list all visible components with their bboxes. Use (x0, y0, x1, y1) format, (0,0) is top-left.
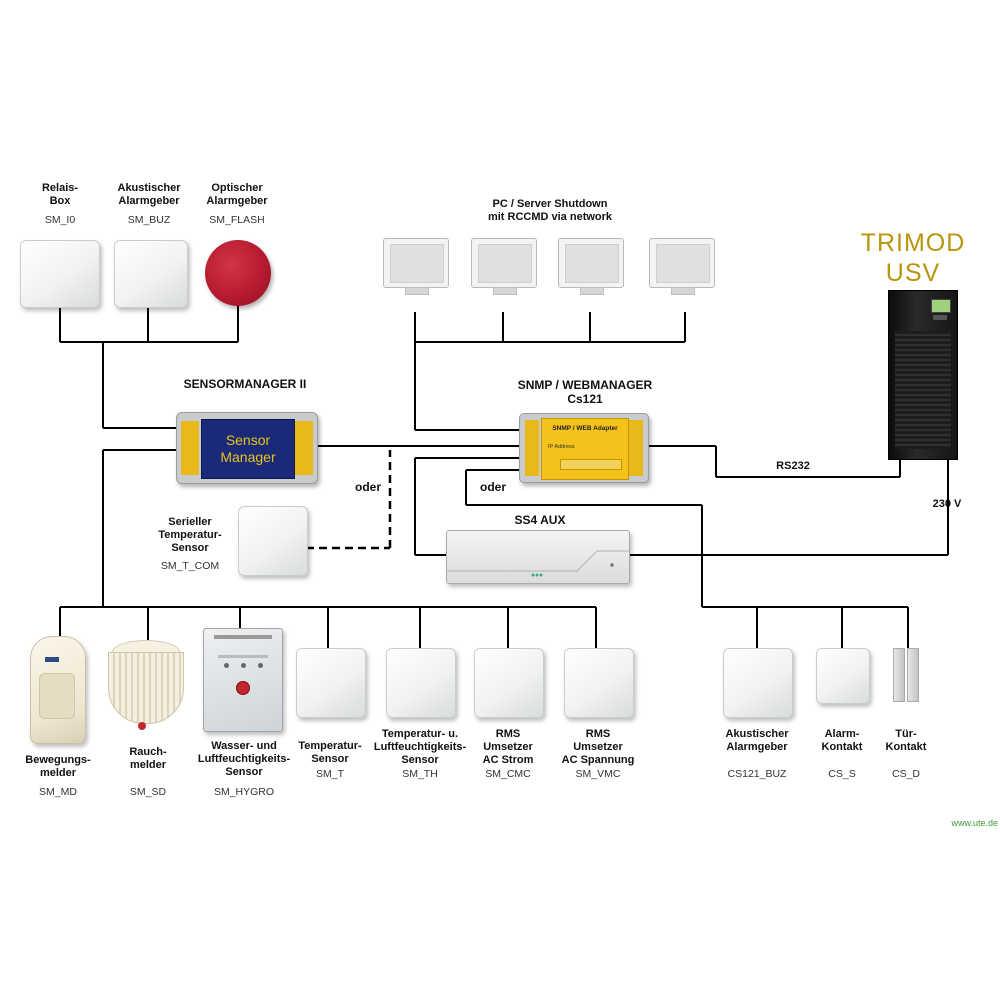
optical-alarm-label: Optischer Alarmgeber (206, 182, 268, 207)
door-contact-part-1[interactable] (893, 648, 905, 702)
water-sensor-label-strip (214, 635, 272, 639)
alarm-contact-label: Alarm- Kontakt (821, 728, 863, 753)
relais-box-code: SM_I0 (44, 214, 76, 226)
water-humidity-sensor-device[interactable] (203, 628, 283, 732)
smoke-detector-label: Rauch- melder (129, 746, 167, 771)
temp-humidity-sensor-code: SM_TH (402, 768, 438, 780)
webmanager-port-right (629, 420, 643, 476)
motion-detector-device[interactable] (30, 636, 86, 744)
ups-buttons (933, 315, 947, 320)
relais-box-device[interactable] (20, 240, 100, 308)
oder-label-2: oder (479, 480, 506, 494)
sensormanager-device-text: Sensor Manager (220, 432, 276, 465)
pc-shutdown-label: PC / Server Shutdown mit RCCMD via netwo… (487, 198, 613, 223)
sensormanager-label: SENSORMANAGER II (183, 377, 307, 391)
rms-current-converter-label: RMS Umsetzer AC Strom (482, 728, 534, 766)
temp-humidity-sensor-label: Temperatur- u. Luftfeuchtigkeits- Sensor (373, 728, 467, 766)
water-sensor-led-1 (224, 663, 229, 668)
rs232-label: RS232 (776, 460, 810, 472)
ups-cabinet[interactable] (888, 290, 958, 460)
serial-temp-sensor-label: Serieller Temperatur- Sensor (158, 516, 222, 554)
rms-current-converter-device[interactable] (474, 648, 544, 718)
alarm-contact-device[interactable] (816, 648, 870, 704)
water-sensor-button (236, 681, 250, 695)
acoustic-alarm-device[interactable] (114, 240, 188, 308)
rms-voltage-converter-code: SM_VMC (575, 768, 621, 780)
motion-detector-lens (39, 673, 75, 719)
water-sensor-led-2 (241, 663, 246, 668)
ss4-aux-front-line (447, 550, 629, 577)
temp-humidity-sensor-device[interactable] (386, 648, 456, 718)
motion-detector-code: SM_MD (39, 786, 77, 798)
water-sensor-led-3 (258, 663, 263, 668)
sensormanager-device[interactable]: Sensor Manager (176, 412, 318, 484)
acoustic-alarm-label: Akustischer Alarmgeber (117, 182, 181, 207)
water-humidity-sensor-code: SM_HYGRO (213, 786, 275, 798)
cs121-buzzer-code: CS121_BUZ (727, 768, 787, 780)
cs121-buzzer-device[interactable] (723, 648, 793, 718)
temperature-sensor-label: Temperatur- Sensor (298, 740, 362, 765)
webmanager-front-panel: SNMP / WEB Adapter IP Address (541, 418, 629, 480)
temperature-sensor-device[interactable] (296, 648, 366, 718)
rms-current-converter-code: SM_CMC (485, 768, 531, 780)
pc-monitor-3[interactable] (558, 238, 624, 296)
temperature-sensor-code: SM_T (315, 768, 344, 780)
webmanager-port-left (525, 420, 539, 476)
optical-alarm-code: SM_FLASH (209, 214, 265, 226)
smoke-detector-body (108, 652, 184, 724)
pc-monitor-1[interactable] (383, 238, 449, 296)
smoke-detector-device[interactable] (104, 640, 186, 740)
acoustic-alarm-code: SM_BUZ (127, 214, 171, 226)
webmanager-ip-text: IP Address (548, 444, 575, 450)
sensormanager-port-left (181, 421, 199, 475)
motion-detector-label: Bewegungs- melder (25, 754, 91, 779)
water-humidity-sensor-label: Wasser- und Luftfeuchtigkeits- Sensor (197, 740, 291, 778)
ups-title: TRIMOD USV (848, 228, 978, 288)
motion-detector-logo (45, 657, 59, 662)
serial-temp-sensor-device[interactable] (238, 506, 308, 576)
water-sensor-strip (218, 655, 268, 658)
serial-temp-sensor-code: SM_T_COM (160, 560, 220, 572)
ups-display (931, 299, 951, 313)
sensormanager-front-panel: Sensor Manager (201, 419, 295, 479)
ss4-aux-label: SS4 AUX (514, 513, 566, 527)
alarm-contact-code: CS_S (828, 768, 856, 780)
smoke-detector-code: SM_SD (129, 786, 167, 798)
ups-vent-grille (895, 331, 951, 449)
webmanager-device[interactable]: SNMP / WEB Adapter IP Address (519, 413, 649, 483)
webmanager-label: SNMP / WEBMANAGER Cs121 (517, 378, 653, 406)
webmanager-device-text: SNMP / WEB Adapter (552, 425, 618, 432)
footer-url[interactable]: www.ute.de (951, 818, 998, 828)
ups-title-line1: TRIMOD (860, 229, 966, 257)
pc-monitor-2[interactable] (471, 238, 537, 296)
v230-label: 230 V (932, 498, 962, 510)
relais-box-label: Relais- Box (41, 182, 79, 207)
optical-alarm-device[interactable] (205, 240, 271, 306)
ss4-aux-device[interactable] (446, 530, 630, 584)
ups-title-line2: USV (885, 259, 941, 287)
rms-voltage-converter-label: RMS Umsetzer AC Spannung (561, 728, 635, 766)
webmanager-ip-field (560, 459, 622, 470)
sensormanager-port-right (295, 421, 313, 475)
cs121-buzzer-label: Akustischer Alarmgeber (725, 728, 789, 753)
door-contact-part-2[interactable] (907, 648, 919, 702)
door-contact-label: Tür- Kontakt (885, 728, 927, 753)
oder-label-1: oder (354, 480, 381, 494)
door-contact-code: CS_D (891, 768, 920, 780)
smoke-detector-led (138, 722, 146, 730)
rms-voltage-converter-device[interactable] (564, 648, 634, 718)
pc-monitor-4[interactable] (649, 238, 715, 296)
